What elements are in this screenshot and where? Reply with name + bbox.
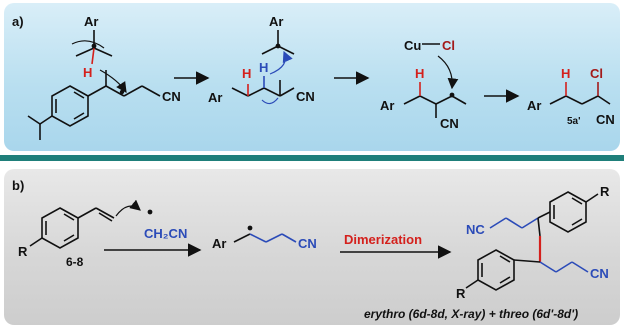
panel-divider — [0, 155, 624, 161]
hydrogen-mid-label: H — [259, 60, 268, 75]
hydrogen-label: H — [83, 65, 92, 80]
species-2 — [231, 30, 295, 105]
nitrile-label: CN — [596, 112, 615, 127]
cyanomethyl-reagent-label: CH₂CN — [144, 226, 187, 241]
nitrile-label: NC — [466, 222, 485, 237]
hydrogen-label: H — [415, 66, 424, 81]
radical-dot — [449, 92, 455, 98]
radical-dot — [275, 43, 281, 49]
species-1 — [27, 30, 161, 140]
substituent-r-bottom-label: R — [456, 286, 466, 301]
aryl-label: Ar — [380, 98, 394, 113]
aryl-label: Ar — [208, 90, 222, 105]
nitrile-label: CN — [298, 236, 317, 251]
substituent-r-label: R — [18, 244, 28, 259]
dimerization-label: Dimerization — [344, 232, 422, 247]
compound-code-label: 6-8 — [66, 255, 84, 269]
radical-intermediate — [233, 233, 297, 243]
radical-dot — [91, 43, 97, 49]
nitrile-label: CN — [296, 89, 315, 104]
radical-dot — [119, 89, 125, 95]
aryl-label: Ar — [84, 14, 98, 29]
nitrile-label: CN — [162, 89, 181, 104]
aryl-top-label: Ar — [269, 14, 283, 29]
hydrogen-left-label: H — [242, 66, 251, 81]
nitrile-label: CN — [590, 266, 609, 281]
species-4 — [549, 82, 611, 105]
styrene-reactant — [29, 199, 141, 249]
dimer-product — [465, 191, 599, 291]
compound-code-label: 5a' — [567, 116, 581, 127]
panel-b-label: b) — [12, 178, 24, 193]
chlorine-label: Cl — [442, 38, 455, 53]
species-3 — [403, 43, 467, 118]
stereo-caption: erythro (6d-8d, X-ray) + threo (6d'-8d') — [364, 307, 578, 321]
aryl-label: Ar — [212, 236, 226, 251]
panel-a-label: a) — [12, 14, 24, 29]
nitrile-label: CN — [440, 116, 459, 131]
radical-dot — [147, 209, 153, 215]
substituent-r-top-label: R — [600, 184, 610, 199]
aryl-label: Ar — [527, 98, 541, 113]
chlorine-label: Cl — [590, 66, 603, 81]
hydrogen-label: H — [561, 66, 570, 81]
panel-b-background — [4, 169, 620, 325]
radical-dot — [247, 225, 253, 231]
copper-label: Cu — [404, 38, 421, 53]
